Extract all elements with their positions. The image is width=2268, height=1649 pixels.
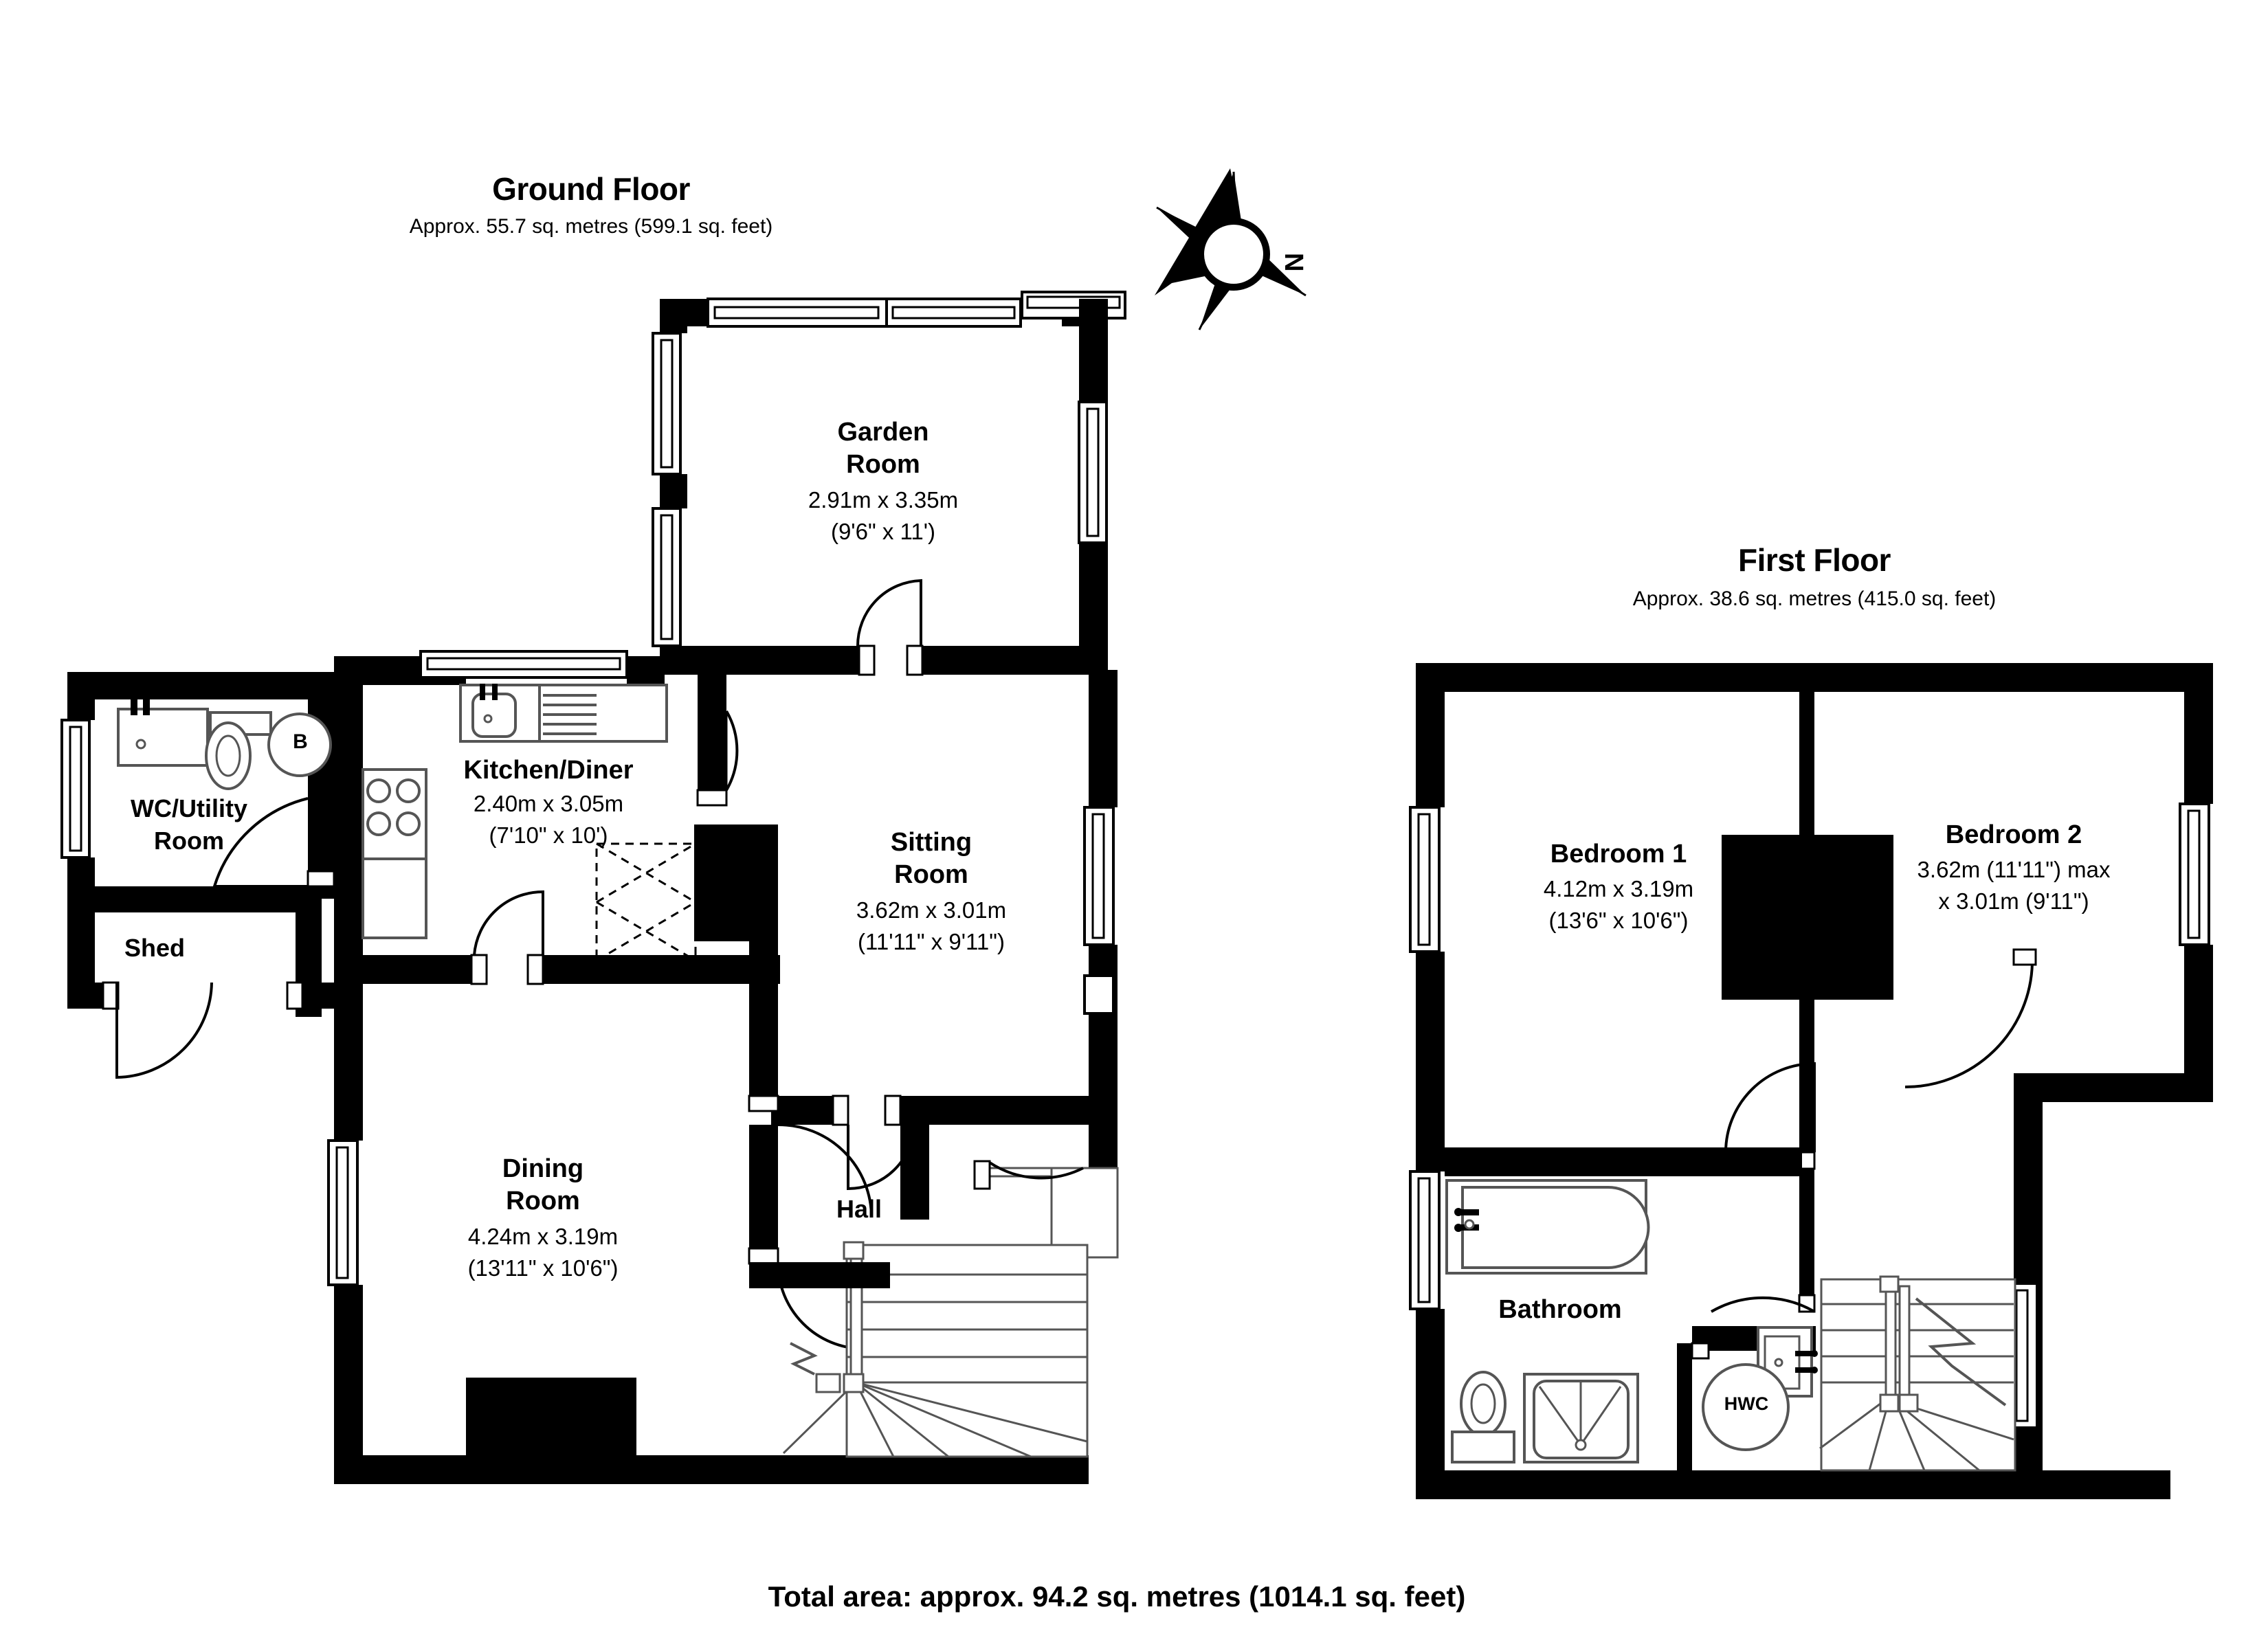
door-swing-kitchen-sitting	[725, 710, 739, 791]
chimney-breast-sitting	[694, 824, 778, 941]
door-swing-bedroom2	[1904, 963, 2034, 1088]
room-dim-bedroom-1-metric: 4.12m x 3.19m	[1543, 876, 1694, 901]
room-label-hall: Hall	[836, 1195, 882, 1223]
first-floor-plan	[1409, 663, 2213, 1499]
door-swing-bedroom1	[1724, 1062, 1816, 1153]
kitchen-drainer-icon	[543, 694, 597, 735]
north-letter-label: N	[1279, 253, 1308, 272]
door-swing-bathroom	[1711, 1296, 1815, 1313]
kitchen-unit-icon	[362, 857, 427, 939]
door-swing-shed	[115, 982, 213, 1079]
window-garden-right	[1078, 401, 1108, 544]
boiler-marker-icon	[267, 713, 332, 777]
ground-floor-title: Ground Floor	[492, 171, 690, 207]
room-label-dining-room-line1: Dining	[502, 1154, 584, 1183]
staircase-first	[1819, 1275, 2016, 1472]
room-label-dining-room-line2: Room	[506, 1187, 580, 1215]
room-dim-bedroom-2-imperial: x 3.01m (9'11")	[1938, 888, 2089, 914]
room-label-bedroom-2: Bedroom 2	[1945, 820, 2082, 849]
room-dim-sitting-room-imperial: (11'11" x 9'11")	[858, 929, 1005, 954]
room-label-bathroom: Bathroom	[1498, 1295, 1622, 1324]
room-dim-kitchen-diner-imperial: (7'10" x 10')	[489, 822, 608, 848]
window-dining-left	[327, 1139, 359, 1286]
north-arrow-icon	[1155, 168, 1307, 330]
room-label-garden-room-line1: Garden	[837, 418, 929, 447]
room-dim-bedroom-1-imperial: (13'6" x 10'6")	[1548, 908, 1689, 933]
room-label-bedroom-1: Bedroom 1	[1550, 840, 1687, 868]
window-bathroom-left	[1409, 1170, 1441, 1310]
window-garden-left-lower	[652, 507, 682, 647]
room-label-sitting-room-line1: Sitting	[890, 828, 972, 857]
room-label-shed: Shed	[124, 934, 186, 962]
wc-utility-shed-shell	[60, 672, 342, 1079]
room-dim-kitchen-diner-metric: 2.40m x 3.05m	[473, 791, 624, 816]
chimney-breast-first	[1722, 835, 1893, 1000]
door-swing-garden-room	[856, 579, 922, 647]
kitchen-hob-icon	[362, 768, 427, 860]
first-floor-title: First Floor	[1738, 542, 1891, 578]
room-dim-dining-room-metric: 4.24m x 3.19m	[467, 1224, 619, 1249]
hwc-marker-label: HWC	[1724, 1393, 1769, 1414]
window-sitting-right-upper	[1083, 806, 1115, 946]
window-bed2-right	[2179, 803, 2210, 946]
window-wc-left	[60, 719, 91, 859]
ground-main-shell	[327, 650, 1119, 1484]
door-swing-sitting-hall	[847, 1124, 915, 1191]
room-dim-sitting-room-metric: 3.62m x 3.01m	[856, 897, 1007, 923]
door-swing-wc	[212, 797, 309, 888]
wall-first-bottom	[1416, 1470, 2170, 1499]
room-dim-bedroom-2-metric: 3.62m (11'11") max	[1917, 857, 2111, 882]
bathtub-icon	[1445, 1179, 1650, 1275]
first-floor-subtitle: Approx. 38.6 sq. metres (415.0 sq. feet)	[1632, 587, 1997, 610]
door-swing-front	[988, 1161, 1084, 1180]
boiler-marker-label: B	[293, 730, 308, 753]
front-door-porch	[988, 1167, 1119, 1259]
window-sitting-right-lower	[1083, 974, 1115, 1015]
wall-first-top	[1416, 663, 2213, 692]
garden-room-shell	[652, 291, 1126, 676]
room-dim-dining-room-imperial: (13'11" x 10'6")	[467, 1255, 619, 1281]
window-garden-left-upper	[652, 332, 682, 475]
room-label-wc-utility-line2: Room	[154, 827, 224, 855]
cupboard-hatch-kitchen	[595, 842, 697, 962]
door-swing-dining-hall-upper	[777, 1123, 873, 1218]
chimney-breast-dining	[466, 1378, 636, 1457]
room-dim-garden-room-imperial: (9'6" x 11')	[830, 519, 936, 544]
window-bed1-left	[1409, 806, 1441, 953]
window-garden-top	[707, 291, 1126, 328]
window-kitchen-top	[419, 650, 628, 679]
room-label-sitting-room-line2: Room	[894, 860, 968, 889]
shower-tray-icon	[1523, 1373, 1639, 1463]
kitchen-sink-icon	[471, 684, 517, 738]
door-swing-dining-kitchen	[473, 890, 544, 956]
toilet-bathroom-icon	[1451, 1371, 1515, 1463]
ground-floor-subtitle: Approx. 55.7 sq. metres (599.1 sq. feet)	[409, 215, 773, 238]
total-area-label: Total area: approx. 94.2 sq. metres (101…	[768, 1580, 1466, 1613]
hot-water-cylinder-icon	[1702, 1363, 1790, 1451]
ground-floor-plan	[60, 291, 1126, 1484]
kitchen-worktop-icon	[459, 684, 668, 743]
room-label-garden-room-line2: Room	[846, 450, 920, 479]
room-label-wc-utility-line1: WC/Utility	[131, 794, 247, 822]
toilet-wc-icon	[205, 711, 272, 790]
room-label-kitchen-diner: Kitchen/Diner	[463, 756, 634, 785]
wall-bathroom-top	[1445, 1147, 1802, 1176]
sink-wc-icon	[117, 696, 209, 767]
room-dim-garden-room-metric: 2.91m x 3.35m	[808, 487, 959, 513]
